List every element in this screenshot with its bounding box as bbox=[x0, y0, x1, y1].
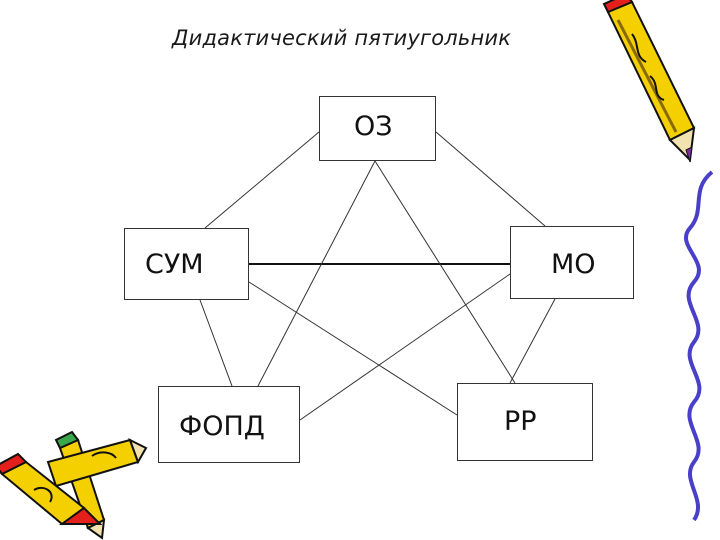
edge-oz-fopd bbox=[257, 160, 376, 387]
node-oz: ОЗ bbox=[319, 96, 436, 161]
node-label: МО bbox=[551, 249, 596, 280]
node-sum: СУМ bbox=[124, 228, 249, 300]
edge-oz-mo bbox=[435, 131, 546, 227]
node-rr: РР bbox=[457, 383, 593, 461]
edge-sum-rr bbox=[248, 281, 458, 416]
node-label: ОЗ bbox=[354, 111, 393, 142]
pencil-icon bbox=[602, 0, 696, 163]
pencil-icon bbox=[46, 437, 148, 488]
edge-sum-fopd bbox=[199, 299, 233, 387]
node-fopd: ФОПД bbox=[158, 386, 300, 463]
node-label: ФОПД bbox=[179, 411, 265, 442]
pencil-icon bbox=[0, 452, 103, 526]
node-label: СУМ bbox=[145, 249, 204, 280]
edge-mo-rr bbox=[509, 298, 556, 384]
edge-oz-sum bbox=[204, 131, 320, 229]
node-label: РР bbox=[504, 406, 537, 437]
page-title: Дидактический пятиугольник bbox=[172, 26, 512, 50]
wavy-line bbox=[684, 170, 714, 522]
edge-mo-fopd bbox=[299, 273, 511, 421]
edge-oz-rr bbox=[374, 160, 516, 384]
node-mo: МО bbox=[510, 226, 634, 299]
